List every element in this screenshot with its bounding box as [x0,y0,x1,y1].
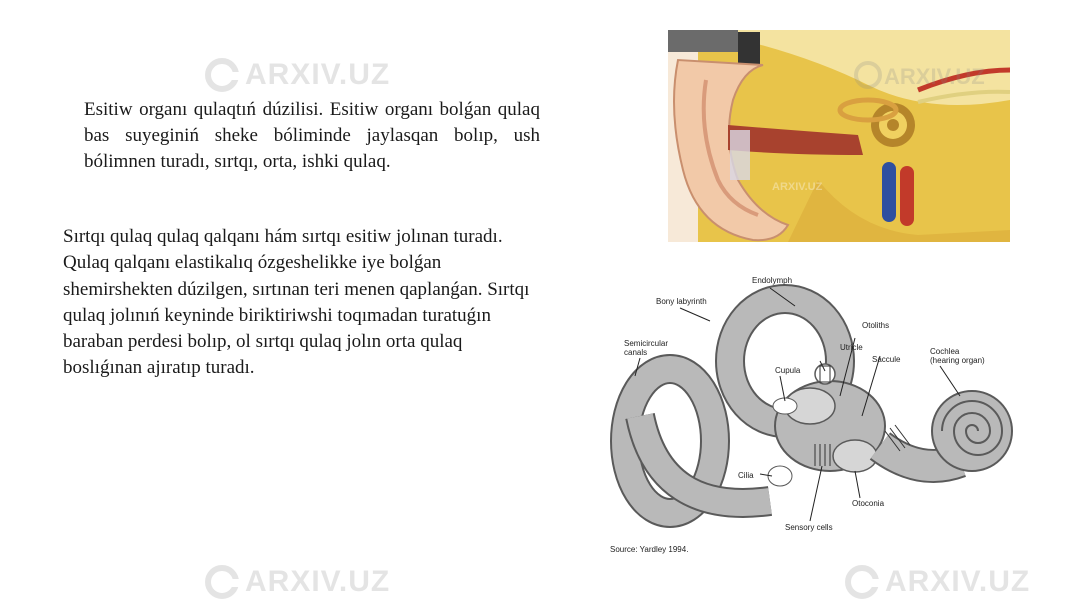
label-otoliths: Otoliths [862,321,889,330]
watermark-logo-icon [845,565,879,599]
svg-text:ARXIV.UZ: ARXIV.UZ [884,64,985,89]
ear-anatomy-illustration: ARXIV.UZ ARXIV.UZ [668,30,1010,242]
label-cochlea: (hearing organ) [930,356,985,365]
outer-ear-paragraph: Sırtqı qulaq qulaq qalqanı hám sırtqı es… [63,226,530,379]
watermark: ARXIV.UZ [772,181,823,193]
watermark-logo-icon [205,58,239,92]
inner-ear-labyrinth-diagram: Endolymph Bony labyrinth Otoliths Semici… [600,266,1028,562]
label-saccule: Saccule [872,355,901,364]
label-cupula: Cupula [775,366,801,375]
label-endolymph: Endolymph [752,276,792,285]
watermark: ARXIV.UZ [205,58,390,92]
watermark-logo-icon [205,565,239,599]
label-utricle: Utricle [840,343,863,352]
intro-paragraph: Esitiw organı qulaqtıń dúzilisi. Esitiw … [84,99,540,172]
label-cilia: Cilia [738,471,754,480]
label-cochlea: Cochlea [930,347,960,356]
svg-text:ARXIV.UZ: ARXIV.UZ [772,181,823,193]
label-sensory-cells: Sensory cells [785,523,833,532]
figure-source: Source: Yardley 1994. [610,545,688,554]
watermark: ARXIV.UZ [205,565,390,599]
label-bony-labyrinth: Bony labyrinth [656,297,707,306]
label-semicircular-canals: Semicircular [624,339,668,348]
label-otoconia: Otoconia [852,499,885,508]
label-semicircular-canals: canals [624,348,647,357]
watermark: ARXIV.UZ [845,565,1030,599]
watermark: ARXIV.UZ [854,61,985,89]
